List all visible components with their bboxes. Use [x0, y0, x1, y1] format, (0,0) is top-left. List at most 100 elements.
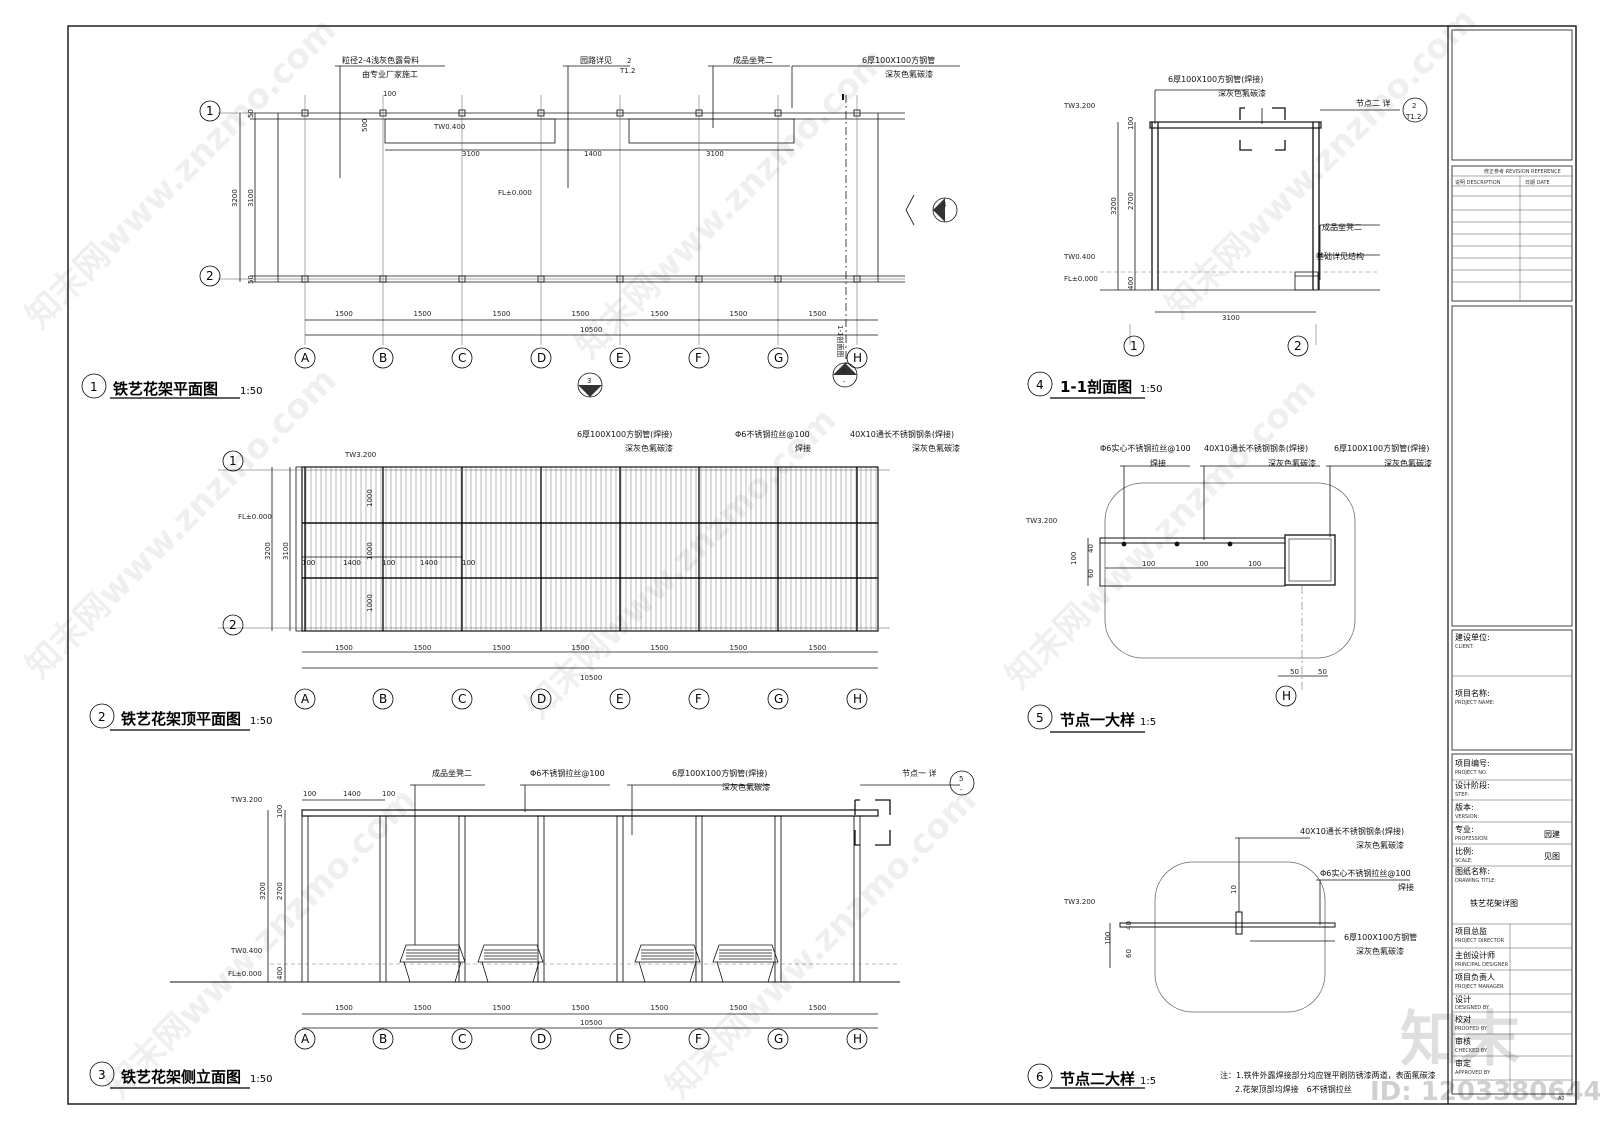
v2-level-tw: TW3.200	[344, 451, 376, 459]
watermark-text-1: 知末网www.znzmo.com	[18, 10, 344, 336]
tb-prof-val: 园建	[1544, 829, 1560, 839]
watermark-text-4: 知末网www.znzmo.com	[18, 360, 344, 686]
footnote-line2: 2.花架顶部均焊接 6不锈钢拉丝	[1235, 1084, 1352, 1094]
tb-design-en: DESIGNED BY	[1455, 1005, 1490, 1011]
axis-num-label-2: 2	[206, 269, 214, 283]
v2-note-strip: 40X10通长不锈钢钢条(焊接)	[850, 429, 954, 439]
view-detail-1	[1087, 465, 1430, 690]
v3-axis-label-A: A	[301, 1032, 310, 1046]
tb-approve-en: APPROVED BY	[1455, 1070, 1491, 1076]
tb-revision: 修正参考 REVISION REFERENCE	[1484, 168, 1561, 175]
v5-scale: 1:5	[1140, 717, 1156, 728]
v1-dim-3100v: 3100	[247, 189, 255, 207]
v3-axis-label-G: G	[774, 1032, 783, 1046]
v2-dim-1500: 1500	[414, 644, 432, 652]
v3-bench-leg	[454, 961, 462, 983]
v2-axis-D	[530, 688, 552, 710]
tb-scale-cn: 比例:	[1455, 846, 1474, 856]
v3-dim-1500: 1500	[335, 1004, 353, 1012]
tb-stage-en: STEP:	[1455, 792, 1469, 798]
v1-dim-100: 100	[383, 90, 396, 98]
v3-axis-F	[688, 1028, 710, 1050]
v1-axis-H	[846, 347, 868, 369]
v2-dim-1000b: 1000	[366, 542, 374, 560]
watermark-text-8: 知末网www.znzmo.com	[658, 780, 984, 1106]
v4-num-circle	[1027, 371, 1053, 397]
v1-sym3-sub: -	[587, 388, 590, 396]
v6-note-tube: 6厚100X100方钢管	[1344, 932, 1417, 942]
tb-director-en: PROJECT DIRECTOR	[1455, 938, 1505, 944]
v5-dim-100c: 100	[1248, 560, 1261, 568]
v6-note-paint: 深灰色氟碳漆	[1356, 840, 1404, 850]
v3-bench	[477, 944, 544, 963]
tb-approve-cn: 审定	[1455, 1058, 1471, 1068]
v3-bench-leg	[532, 961, 540, 983]
tb-dwgtitle-en: DRAWING TITLE:	[1455, 878, 1496, 884]
v3-level-tw3: TW3.200	[230, 796, 262, 804]
v6-note-rod: Φ6实心不锈钢拉丝@100	[1320, 868, 1411, 878]
v1-level-fl: FL±0.000	[498, 189, 532, 197]
v1-dim-500: 500	[361, 119, 369, 132]
axis-extra-label-0: 1	[1130, 339, 1138, 353]
v3-axis-label-E: E	[616, 1032, 624, 1046]
v1-cut-sub: -	[843, 378, 846, 386]
v5-dim-50b: 50	[1318, 668, 1327, 676]
tb-project-en: PROJECT NAME:	[1455, 700, 1495, 706]
v4-dim-100: 100	[1127, 117, 1135, 130]
v3-dim-1500: 1500	[730, 1004, 748, 1012]
tb-dwgtitle-cn: 图纸名称:	[1455, 866, 1490, 876]
v1-note-bench: 成品坐凳二	[733, 55, 773, 65]
v3-level-tw0: TW0.400	[230, 947, 262, 955]
v2-dim-3200: 3200	[264, 542, 272, 560]
v3-dim-1500: 1500	[414, 1004, 432, 1012]
v5-note-paint2: 深灰色氟碳漆	[1384, 458, 1432, 468]
v6-note-strip: 40X10通长不锈钢钢条(焊接)	[1300, 826, 1404, 836]
tb-project-cn: 项目名称:	[1455, 688, 1490, 698]
tb-version-en: VERSION:	[1455, 814, 1479, 820]
v2-axis-G	[767, 688, 789, 710]
v1-note-aggregate: 粒径2-4浅灰色露骨料	[342, 55, 419, 65]
v2-axis-E	[609, 688, 631, 710]
v1-axis-label-D: D	[537, 351, 546, 365]
v1-axis-label-G: G	[774, 351, 783, 365]
v3-num-circle	[89, 1061, 115, 1087]
tb-proof-cn: 校对	[1455, 1014, 1471, 1024]
v1-sym3-num: 3	[587, 377, 591, 385]
v1-dim-1500: 1500	[730, 310, 748, 318]
v1-sym4-sub: -	[943, 212, 946, 220]
v3-axis-H	[846, 1028, 868, 1050]
view-plan	[218, 65, 960, 370]
v1-dim-10500: 10500	[580, 326, 602, 334]
watermark-id: ID: 1203380644	[1370, 1077, 1600, 1107]
tb-scale-en: SCALE:	[1455, 858, 1473, 864]
v5-dim-100a: 100	[1142, 560, 1155, 568]
v3-axis-G	[767, 1028, 789, 1050]
v6-title: 节点二大样	[1060, 1070, 1135, 1088]
v3-bench	[634, 944, 701, 963]
v3-detail-symbol	[949, 770, 975, 796]
v3-axis-C	[451, 1028, 473, 1050]
tb-prof-cn: 专业:	[1455, 824, 1474, 834]
v3-dim-100a: 100	[303, 790, 316, 798]
revision-box	[1451, 165, 1573, 302]
tb-stage-cn: 设计阶段:	[1455, 780, 1490, 790]
v3-axis-label-H: H	[853, 1032, 862, 1046]
v3-axis-E	[609, 1028, 631, 1050]
v1-note-path: 园路详见	[580, 55, 612, 65]
v4-scale: 1:50	[1140, 384, 1162, 395]
tb-check-cn: 审核	[1455, 1036, 1471, 1046]
v2-dim-1500: 1500	[730, 644, 748, 652]
v1-cut-label: 1-1剖面图	[836, 325, 845, 357]
view-detail-2	[1109, 837, 1410, 1013]
tb-client-cn: 建设单位:	[1455, 632, 1490, 642]
v3-post	[616, 815, 624, 983]
v3-dim-2700: 2700	[276, 882, 284, 900]
tb-manager-cn: 项目负责人	[1455, 972, 1495, 982]
v1-dim-1500: 1500	[651, 310, 669, 318]
v2-axis-label-E: E	[616, 692, 624, 706]
tb-projno-en: PROJECT NO.	[1455, 770, 1488, 776]
tb-prof-en: PROFESSION:	[1455, 836, 1489, 842]
v2-dim-1500: 1500	[572, 644, 590, 652]
axis-extra-2	[1275, 685, 1297, 707]
v1-axis-label-B: B	[379, 351, 387, 365]
